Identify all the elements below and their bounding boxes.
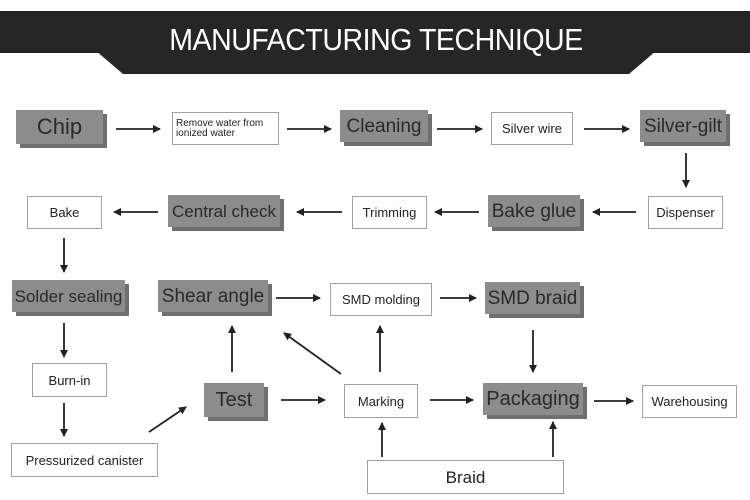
- arrow-pressurized-canister-to-test: [148, 406, 187, 433]
- node-central-check: Central check: [168, 195, 280, 227]
- node-chip: Chip: [16, 110, 103, 144]
- node-silver-wire: Silver wire: [491, 112, 573, 145]
- node-dispenser: Dispenser: [648, 196, 723, 229]
- header-banner-tab: [98, 11, 654, 74]
- node-braid: Braid: [367, 460, 564, 494]
- node-silver-gilt: Silver-gilt: [640, 110, 726, 142]
- node-bake-glue: Bake glue: [488, 195, 580, 227]
- node-solder-sealing: Solder sealing: [12, 280, 125, 312]
- node-marking: Marking: [344, 384, 418, 418]
- node-shear-angle: Shear angle: [158, 280, 268, 312]
- node-remove-water: Remove water from ionized water: [172, 112, 279, 145]
- node-burn-in: Burn-in: [32, 363, 107, 397]
- node-smd-molding: SMD molding: [330, 283, 432, 316]
- node-trimming: Trimming: [352, 196, 427, 229]
- node-packaging: Packaging: [483, 383, 583, 415]
- page-title: MANUFACTURING TECHNIQUE: [169, 22, 583, 57]
- node-test: Test: [204, 383, 264, 417]
- node-warehousing: Warehousing: [642, 385, 737, 418]
- node-cleaning: Cleaning: [340, 110, 428, 142]
- node-smd-braid: SMD braid: [485, 282, 580, 314]
- arrow-marking-to-shear-angle: [283, 332, 342, 375]
- node-bake: Bake: [27, 196, 102, 229]
- node-pressurized-canister: Pressurized canister: [11, 443, 158, 477]
